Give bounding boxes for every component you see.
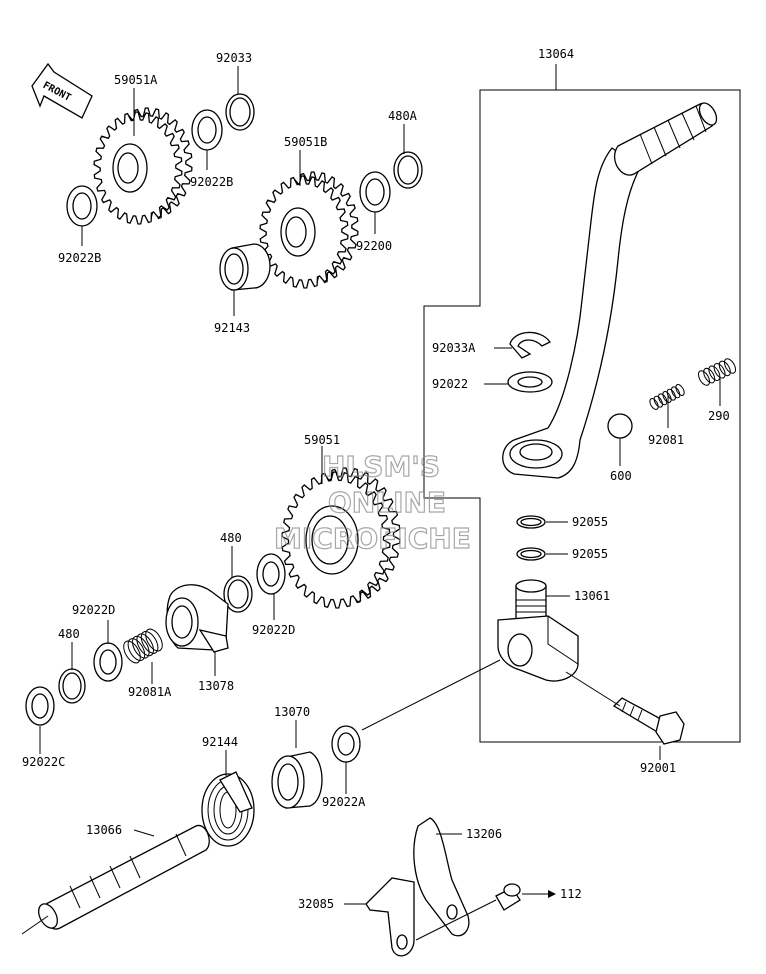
screw-112 <box>495 883 521 911</box>
circlip-480-left <box>58 668 86 704</box>
circlip-480 <box>223 575 253 613</box>
label-92055-b: 92055 <box>572 547 608 561</box>
label-92081: 92081 <box>648 433 684 447</box>
gear-59051 <box>281 467 401 609</box>
label-92033a: 92033A <box>432 341 476 355</box>
label-92200: 92200 <box>356 239 392 253</box>
washer-92022b-left <box>66 185 98 227</box>
label-92022b-top: 92022B <box>190 175 233 189</box>
label-92143: 92143 <box>214 321 250 335</box>
washer-92022a <box>331 725 361 763</box>
label-480-left: 480 <box>58 627 80 641</box>
leader-lines <box>39 66 721 941</box>
label-92022c: 92022C <box>22 755 65 769</box>
label-13061: 13061 <box>574 589 610 603</box>
assembly-bracket-13064 <box>423 64 741 743</box>
label-92022a: 92022A <box>322 795 366 809</box>
label-13206: 13206 <box>466 827 502 841</box>
kick-pedal-lever <box>502 102 718 479</box>
o-ring-92055-lower <box>516 547 546 561</box>
washer-92022 <box>507 371 553 393</box>
washer-92022b-top <box>191 109 223 151</box>
gear-59051a <box>93 107 193 225</box>
label-92001: 92001 <box>640 761 676 775</box>
bracket-32085 <box>365 877 415 957</box>
label-480: 480 <box>220 531 242 545</box>
ratchet-13078 <box>165 584 229 653</box>
spring-92081 <box>649 384 685 410</box>
label-92144: 92144 <box>202 735 238 749</box>
bushing-92143 <box>219 243 271 291</box>
label-290: 290 <box>708 409 730 423</box>
label-13066: 13066 <box>86 823 122 837</box>
spring-92081a <box>123 628 163 664</box>
spring-92144 <box>201 771 255 847</box>
spring-290 <box>697 358 737 386</box>
front-arrow-icon: FRONT <box>31 62 93 119</box>
watermark-line-2: ONLINE <box>328 486 446 519</box>
label-480a: 480A <box>388 109 418 123</box>
o-ring-92055-upper <box>516 515 546 529</box>
label-59051: 59051 <box>304 433 340 447</box>
washer-92200 <box>359 171 391 213</box>
label-92081a: 92081A <box>128 685 172 699</box>
e-clip-92033a <box>509 331 551 359</box>
plate-13206 <box>413 817 470 937</box>
label-13078: 13078 <box>198 679 234 693</box>
circlip-480a <box>393 151 423 189</box>
washer-92022c <box>25 686 55 726</box>
label-92022d-left: 92022D <box>72 603 115 617</box>
label-59051b: 59051B <box>284 135 327 149</box>
bolt-92001 <box>612 697 685 745</box>
watermark-line-3: MICROFICHE <box>274 522 471 555</box>
washer-92022d-right <box>256 553 286 595</box>
label-13070: 13070 <box>274 705 310 719</box>
label-600: 600 <box>610 469 632 483</box>
watermark-line-1: HLSM'S <box>322 450 440 483</box>
label-92033: 92033 <box>216 51 252 65</box>
ball-600 <box>607 413 633 439</box>
label-112: 112 <box>560 887 582 901</box>
label-92022: 92022 <box>432 377 468 391</box>
gear-59051b <box>259 171 359 289</box>
watermark: HLSM'S ONLINE MICROFICHE <box>273 449 471 555</box>
circlip-92033 <box>225 93 255 131</box>
label-92022b-left: 92022B <box>58 251 101 265</box>
part-labels: 13064 59051A 92033 92022B 92022B 59051B … <box>22 47 730 911</box>
label-59051a: 59051A <box>114 73 158 87</box>
kick-shaft-13066 <box>21 824 210 935</box>
guide-13070 <box>271 751 323 809</box>
label-13064: 13064 <box>538 47 574 61</box>
label-92022d-right: 92022D <box>252 623 295 637</box>
kick-boss-13061 <box>497 579 579 682</box>
washer-92022d-left <box>93 642 123 682</box>
label-32085: 32085 <box>298 897 334 911</box>
label-92055-a: 92055 <box>572 515 608 529</box>
